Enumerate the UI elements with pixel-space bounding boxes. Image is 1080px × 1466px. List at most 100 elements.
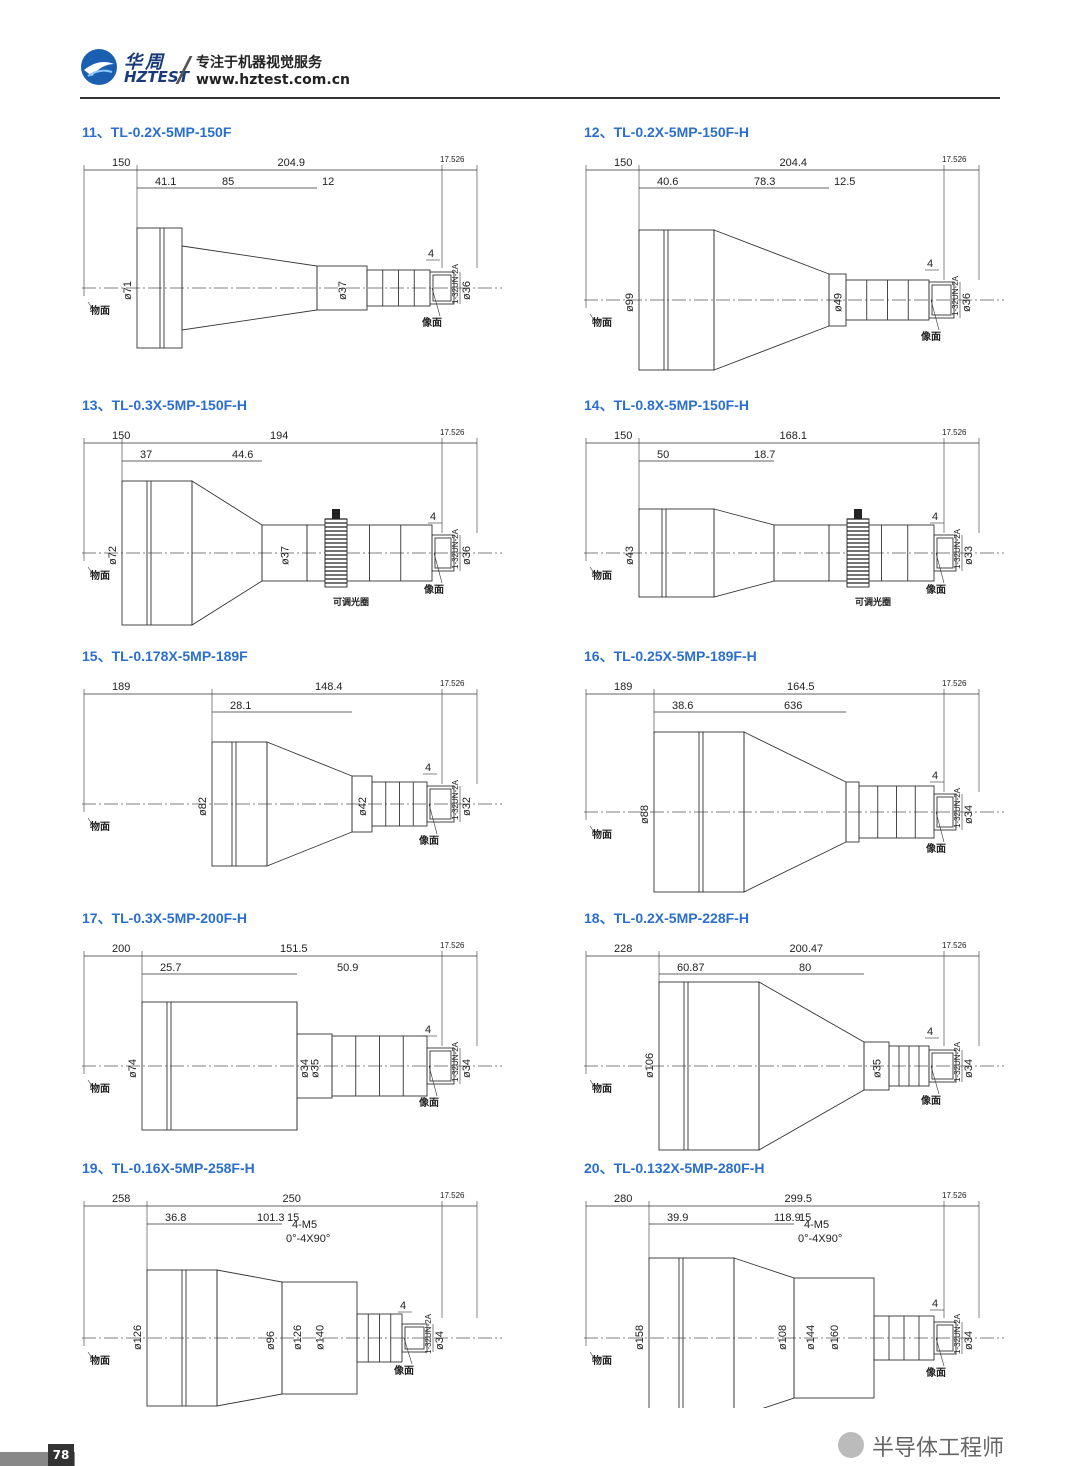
leader-line [930, 299, 940, 331]
front-diameter-label: ø88 [639, 805, 651, 824]
front-diameter-label: ø74 [127, 1059, 139, 1078]
front-diameter-label: ø72 [107, 546, 119, 565]
step-length-label: 4 [425, 1024, 431, 1036]
flange-distance-label: 17.526 [440, 155, 465, 164]
leader-line [87, 817, 93, 825]
front-barrel [648, 1257, 735, 1408]
segment-length-label: 40.6 [657, 176, 678, 188]
c-mount-inner [429, 788, 452, 820]
working-distance-label: 150 [614, 430, 632, 442]
total-length-label: 168.1 [780, 430, 808, 442]
segment-length-label: 60.87 [677, 962, 705, 974]
mounting-hole-note: 4-M5 [804, 1219, 829, 1231]
lens-model-title: 12、TL-0.2X-5MP-150F-H [584, 124, 749, 140]
thread-spec-label: 1-32UN-2A [451, 779, 460, 820]
mid-diameter-label: ø42 [357, 797, 369, 816]
lens-model-title: 18、TL-0.2X-5MP-228F-H [584, 910, 749, 926]
mid-diameter-label: ø37 [280, 546, 292, 565]
object-plane-label: 物面 [592, 828, 612, 841]
mid-diameter-label: ø108 [777, 1325, 789, 1350]
lens-model-title: 20、TL-0.132X-5MP-280F-H [584, 1160, 765, 1176]
header-rule [80, 97, 1000, 99]
mid-diameter-label: ø160 [829, 1325, 841, 1350]
leader-line [589, 313, 595, 321]
object-plane-label: 物面 [90, 1354, 110, 1367]
flange-distance-label: 17.526 [942, 941, 967, 950]
segment-length-label: 37 [140, 449, 152, 461]
rear-diameter-label: ø34 [963, 805, 975, 824]
lens-model-title: 11、TL-0.2X-5MP-150F [82, 124, 232, 140]
image-plane-label: 像面 [920, 1094, 941, 1107]
mid-diameter-label: ø37 [337, 281, 349, 300]
total-length-label: 204.4 [780, 157, 808, 169]
leader-line [87, 1079, 93, 1087]
front-diameter-label: ø158 [634, 1325, 646, 1350]
c-mount-thread [431, 534, 455, 572]
thread-spec-label: 1-32UN-2A [951, 275, 960, 316]
leader-line [403, 1337, 413, 1365]
rear-diameter-label: ø34 [434, 1331, 446, 1350]
segment-length-label: 39.9 [667, 1212, 688, 1224]
thread-spec-label: 1-32UN-2A [953, 528, 962, 569]
front-diameter-label: ø43 [624, 546, 636, 565]
object-plane-label: 物面 [592, 569, 612, 582]
object-plane-label: 物面 [90, 569, 110, 582]
total-length-label: 250 [283, 1193, 301, 1205]
iris-label: 可调光圈 [855, 596, 891, 607]
c-mount-thread [933, 1321, 957, 1355]
image-plane-label: 像面 [421, 316, 442, 329]
mid-diameter-label: ø49 [833, 293, 845, 312]
segment-length-label: 15 [287, 1212, 299, 1224]
rear-diameter-label: ø36 [961, 293, 973, 312]
thread-spec-label: 1-32UN-2A [953, 1313, 962, 1354]
brand-english-name: HZTEST [124, 68, 189, 86]
leader-line [87, 301, 93, 309]
thread-spec-label: 1-32UN-2A [953, 1041, 962, 1082]
step-length-label: 4 [932, 511, 938, 523]
total-length-label: 194 [270, 430, 288, 442]
segment-length-label: 12.5 [834, 176, 855, 188]
leader-line [431, 287, 441, 317]
leader-line [935, 552, 945, 584]
hztest-logo-icon [81, 49, 117, 85]
c-mount-inner [434, 537, 452, 569]
segment-length-label: 78.3 [754, 176, 775, 188]
working-distance-label: 189 [614, 681, 632, 693]
leader-line [589, 825, 595, 833]
segment-length-label: 15 [799, 1212, 811, 1224]
lens-model-title: 13、TL-0.3X-5MP-150F-H [82, 397, 247, 413]
mid-diameter-label: ø34 [299, 1059, 311, 1078]
rear-diameter-label: ø36 [461, 281, 473, 300]
c-mount-inner [936, 537, 954, 569]
lens-model-title: 16、TL-0.25X-5MP-189F-H [584, 648, 757, 664]
working-distance-label: 150 [112, 157, 130, 169]
header-divider: / [178, 50, 190, 90]
step-length-label: 4 [425, 762, 431, 774]
c-mount-thread [401, 1323, 428, 1353]
leader-line [589, 1079, 595, 1087]
page-number: 78 [48, 1444, 74, 1466]
lens-body [638, 508, 957, 598]
working-distance-label: 280 [614, 1193, 632, 1205]
c-mount-thread [928, 1049, 957, 1083]
mid-diameter-label: ø144 [805, 1325, 817, 1350]
watermark-text: 半导体工程师 [872, 1436, 1005, 1461]
c-mount-thread [933, 534, 957, 572]
step-length-label: 4 [428, 248, 434, 260]
adjustable-iris-ring [324, 509, 348, 588]
image-plane-label: 像面 [418, 1096, 439, 1109]
c-mount-thread [426, 1047, 455, 1085]
image-plane-label: 像面 [418, 834, 439, 847]
step-length-label: 4 [400, 1300, 406, 1312]
object-plane-label: 物面 [90, 304, 110, 317]
front-diameter-label: ø126 [132, 1325, 144, 1350]
